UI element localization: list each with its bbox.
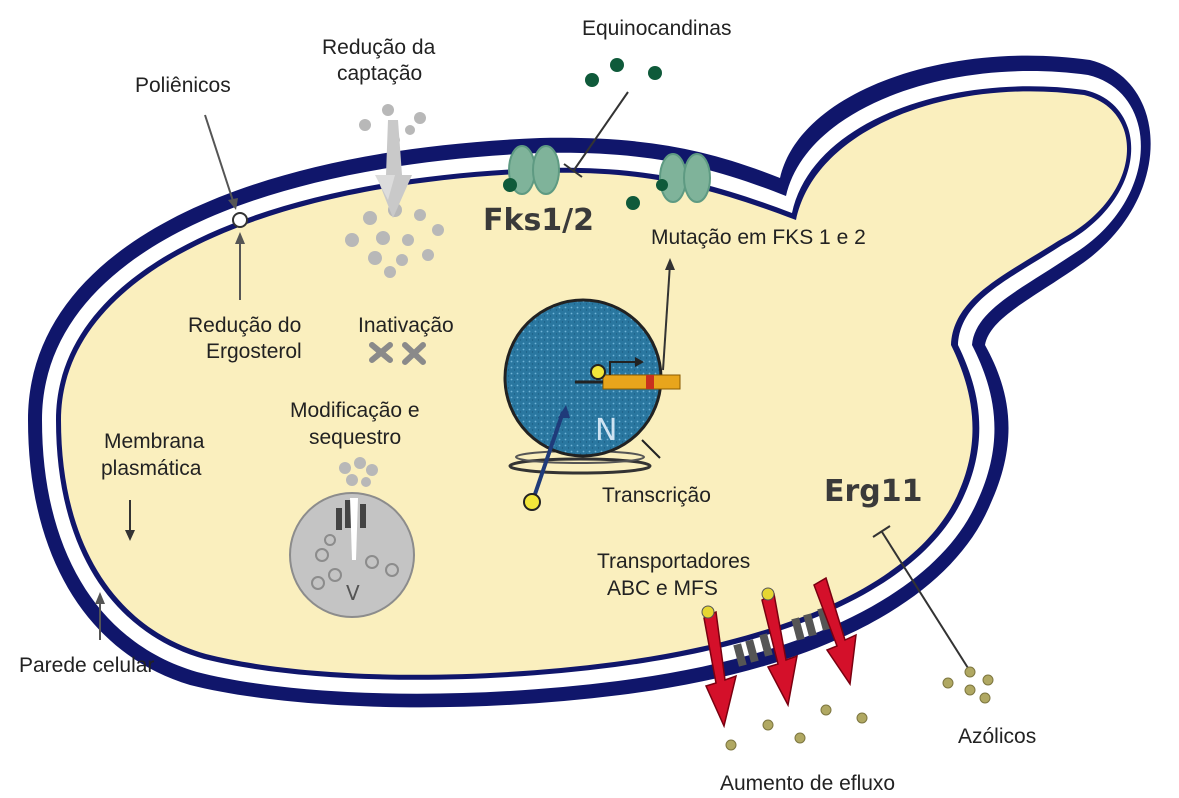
label-polienicos: Poliênicos [135,74,231,97]
label-transcricao: Transcrição [602,484,711,507]
gene [603,375,680,389]
label-parede-celular: Parede celular [19,654,154,677]
label-erg11: Erg11 [824,474,923,509]
label-mutacao-fks: Mutação em FKS 1 e 2 [651,226,866,249]
label-aumento-efluxo: Aumento de efluxo [720,772,895,795]
label-modificacao-1: Modificação e [290,399,420,422]
label-membrana-2: plasmática [101,457,202,480]
nucleus-label: N [595,413,617,448]
ergosterol-pore [233,213,247,227]
azole-particles [726,667,993,750]
label-reducao-ergosterol-1: Redução do [188,314,301,337]
label-azolicos: Azólicos [958,725,1036,748]
label-modificacao-2: sequestro [309,426,401,449]
label-inativacao: Inativação [358,314,454,337]
label-reducao-ergosterol-2: Ergosterol [206,340,302,363]
label-reducao-captacao-1: Redução da [322,36,436,59]
label-transportadores-2: ABC e MFS [607,577,718,600]
label-membrana-1: Membrana [104,430,205,453]
label-equinocandinas: Equinocandinas [582,17,731,40]
vacuole-label: V [346,581,360,605]
label-transportadores-1: Transportadores [597,550,750,573]
label-fks: Fks1/2 [483,203,594,238]
label-reducao-captacao-2: captação [337,62,422,85]
